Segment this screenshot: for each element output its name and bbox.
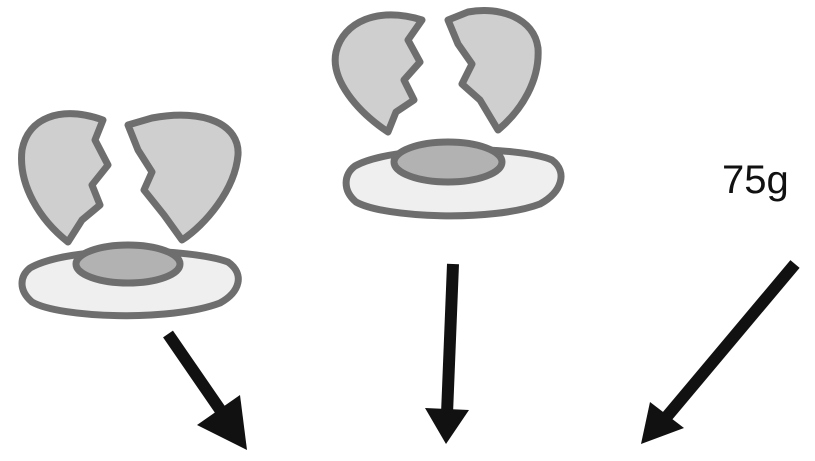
arrow-shaft — [168, 334, 221, 411]
eggshell-left-half-1 — [22, 114, 108, 242]
arrow-shaft — [664, 264, 795, 420]
arrow-head — [425, 408, 469, 444]
eggshell-right-half-1 — [128, 115, 238, 240]
eggshell-right-half-2 — [448, 11, 538, 131]
arrow-right — [641, 264, 795, 444]
arrow-left — [168, 334, 247, 450]
egg-yolk-1 — [76, 245, 180, 283]
egg-yolk-2 — [394, 142, 502, 182]
arrow-middle — [425, 264, 469, 444]
arrow-shaft — [447, 264, 453, 414]
eggshell-left-half-2 — [335, 15, 422, 132]
cracked-egg-1 — [22, 114, 239, 316]
cracked-egg-2 — [335, 11, 561, 216]
weight-label: 75g — [722, 160, 789, 200]
